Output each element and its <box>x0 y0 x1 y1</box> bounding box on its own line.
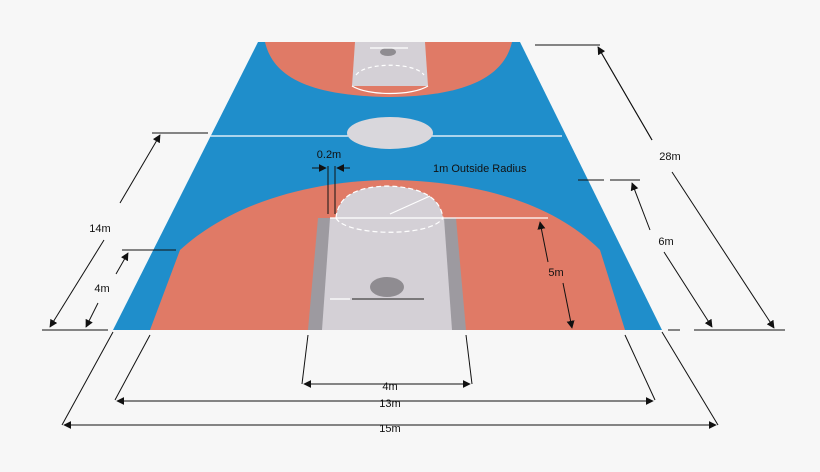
near-backboard-dot <box>370 277 404 297</box>
dimension-14m <box>119 134 161 204</box>
label-15m: 15m <box>379 423 400 435</box>
label-0-2m: 0.2m <box>317 149 341 161</box>
label-6m: 6m <box>658 236 673 248</box>
label-key-width: 4m <box>382 381 397 393</box>
far-backboard-dot <box>380 48 396 56</box>
dimension-4m-side <box>115 252 129 275</box>
label-4m-side: 4m <box>94 283 109 295</box>
label-5m: 5m <box>548 267 563 279</box>
dimension-5m <box>537 221 549 263</box>
free-throw-circle <box>336 186 443 218</box>
dimension-6m <box>630 182 651 231</box>
near-key <box>322 218 452 330</box>
label-28m: 28m <box>659 151 680 163</box>
label-14m: 14m <box>89 223 110 235</box>
far-key <box>352 42 428 86</box>
centre-circle <box>347 117 433 149</box>
label-13m: 13m <box>379 398 400 410</box>
label-outside-radius: 1m Outside Radius <box>433 163 527 175</box>
